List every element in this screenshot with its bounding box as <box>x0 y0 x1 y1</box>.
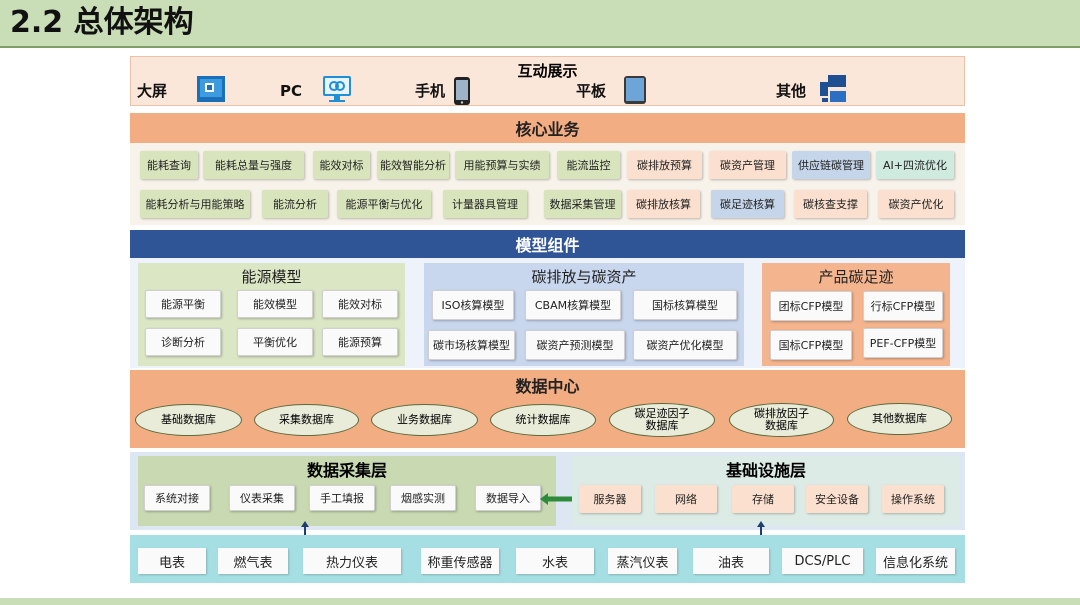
database-oval: 基础数据库 <box>135 404 242 436</box>
other-devices-icon <box>818 74 848 104</box>
core-item-ai-four-flow: AI+四流优化 <box>876 151 954 179</box>
device-label-tablet: 平板 <box>576 82 607 100</box>
big-screen-icon <box>196 74 226 104</box>
core-item-energy-flow-monitor: 能流监控 <box>557 151 620 179</box>
database-oval: 业务数据库 <box>371 404 478 436</box>
footer-bar <box>0 598 1080 605</box>
core-item-data-acquisition-management: 数据采集管理 <box>544 190 621 218</box>
core-item-carbon-verification: 碳核查支撑 <box>794 190 867 218</box>
energy-model-item: 能源平衡 <box>145 290 221 318</box>
infrastructure-item: 服务器 <box>579 485 641 513</box>
device-label-phone: 手机 <box>415 82 446 100</box>
up-arrow-icon <box>301 521 309 539</box>
core-item-carbon-emission-budget: 碳排放预算 <box>627 151 702 179</box>
footprint-model-item: PEF-CFP模型 <box>863 328 943 358</box>
core-item-efficiency-smart-analysis: 能效智能分析 <box>377 151 449 179</box>
energy-model-title: 能源模型 <box>241 267 302 286</box>
model-components-header: 模型组件 <box>130 230 965 258</box>
core-item-consumption-strategy: 能耗分析与用能策略 <box>140 190 250 218</box>
carbon-model-item: 国标核算模型 <box>633 290 737 320</box>
footprint-model-item: 团标CFP模型 <box>770 291 852 321</box>
interaction-title: 互动展示 <box>517 61 578 80</box>
device-item: 称重传感器 <box>421 548 499 574</box>
title-bar <box>0 0 1080 46</box>
acquisition-item: 烟感实测 <box>390 485 456 511</box>
device-item: 燃气表 <box>218 548 288 574</box>
energy-model-item: 平衡优化 <box>237 328 313 356</box>
footprint-model-item: 国标CFP模型 <box>770 330 852 360</box>
device-item: 信息化系统 <box>876 548 955 574</box>
interaction-band <box>130 56 965 106</box>
device-item: 热力仪表 <box>303 548 401 574</box>
database-oval: 采集数据库 <box>254 404 359 436</box>
energy-model-item: 能源预算 <box>322 328 398 356</box>
core-item-energy-total-intensity: 能耗总量与强度 <box>203 151 304 179</box>
page-title: 2.2 总体架构 <box>10 5 194 40</box>
device-item: 油表 <box>693 548 769 574</box>
core-item-carbon-asset-optimize: 碳资产优化 <box>878 190 954 218</box>
infrastructure-item: 存储 <box>732 485 794 513</box>
carbon-model-item: 碳资产预测模型 <box>525 330 625 360</box>
core-item-carbon-emission-accounting: 碳排放核算 <box>627 190 700 218</box>
device-item: 蒸汽仪表 <box>608 548 677 574</box>
database-oval: 碳足迹因子 数据库 <box>609 403 715 437</box>
tablet-icon <box>623 75 647 105</box>
carbon-model-item: CBAM核算模型 <box>525 290 621 320</box>
infrastructure-title: 基础设施层 <box>725 461 806 480</box>
energy-model-item: 能效对标 <box>322 290 398 318</box>
core-business-header: 核心业务 <box>130 113 965 143</box>
data-acquisition-title: 数据采集层 <box>306 461 387 480</box>
infrastructure-item: 网络 <box>655 485 717 513</box>
pc-monitor-icon <box>322 74 352 104</box>
device-item: 水表 <box>516 548 594 574</box>
device-item: DCS/PLC <box>782 548 863 574</box>
core-item-energy-budget-actual: 用能预算与实绩 <box>455 151 549 179</box>
carbon-model-item: 碳资产优化模型 <box>633 330 737 360</box>
device-item: 电表 <box>138 548 206 574</box>
acquisition-item: 系统对接 <box>144 485 210 511</box>
acquisition-item: 数据导入 <box>475 485 541 511</box>
core-item-supply-chain-carbon: 供应链碳管理 <box>792 151 870 179</box>
core-item-carbon-asset-management: 碳资产管理 <box>709 151 786 179</box>
core-item-meter-management: 计量器具管理 <box>443 190 527 218</box>
core-item-energy-query: 能耗查询 <box>140 151 198 179</box>
infrastructure-item: 操作系统 <box>882 485 944 513</box>
energy-model-item: 诊断分析 <box>145 328 221 356</box>
data-center-title: 数据中心 <box>515 377 580 396</box>
database-oval: 统计数据库 <box>490 404 596 436</box>
carbon-model-item: ISO核算模型 <box>432 290 514 320</box>
double-arrow-icon <box>540 491 580 505</box>
device-label-big-screen: 大屏 <box>137 82 168 100</box>
core-item-energy-flow-analysis: 能流分析 <box>262 190 328 218</box>
footprint-model-title: 产品碳足迹 <box>818 267 894 286</box>
database-oval: 碳排放因子 数据库 <box>729 403 834 437</box>
acquisition-item: 手工填报 <box>309 485 375 511</box>
infrastructure-item: 安全设备 <box>806 485 868 513</box>
title-divider <box>0 46 1080 48</box>
acquisition-item: 仪表采集 <box>229 485 295 511</box>
carbon-model-item: 碳市场核算模型 <box>428 330 515 360</box>
up-arrow-icon <box>757 521 765 539</box>
database-oval: 其他数据库 <box>847 403 952 435</box>
phone-icon <box>452 76 472 106</box>
core-item-carbon-footprint-accounting: 碳足迹核算 <box>711 190 784 218</box>
carbon-model-title: 碳排放与碳资产 <box>531 267 637 286</box>
device-label-other: 其他 <box>776 82 807 100</box>
core-item-energy-balance-optimize: 能源平衡与优化 <box>337 190 431 218</box>
footprint-model-item: 行标CFP模型 <box>863 291 943 321</box>
core-item-efficiency-benchmark: 能效对标 <box>313 151 370 179</box>
device-label-pc: PC <box>280 82 303 100</box>
energy-model-item: 能效模型 <box>237 290 313 318</box>
